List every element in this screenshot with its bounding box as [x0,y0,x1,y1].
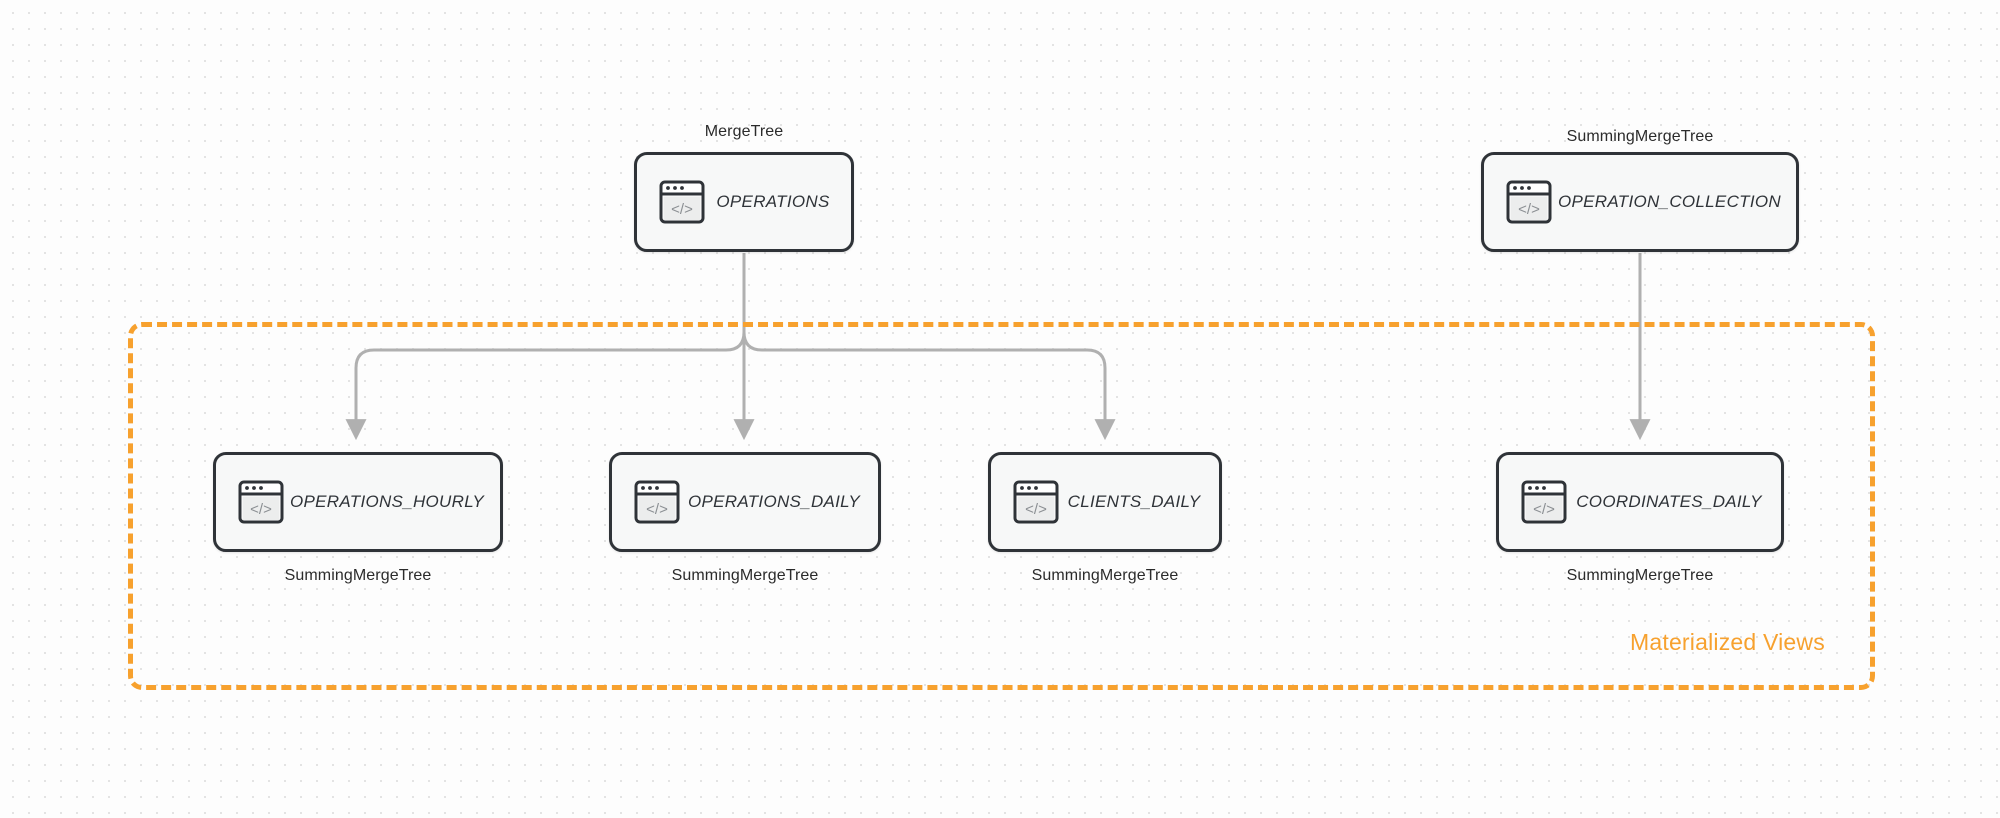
engine-caption-operations-hourly: SummingMergeTree [284,567,432,584]
node-label-operations-hourly: OPERATIONS_HOURLY [290,492,485,511]
materialized-views-group-label: Materialized Views [1630,629,1825,655]
svg-text:</>: </> [250,501,272,518]
materialized-views-group [128,322,1875,690]
code-window-icon: </> [238,480,284,524]
code-window-icon: </> [1506,180,1552,224]
code-window-icon: </> [659,180,705,224]
svg-text:</>: </> [1533,501,1555,518]
engine-caption-operation-collection: SummingMergeTree [1566,128,1714,145]
node-label-coordinates-daily: COORDINATES_DAILY [1576,492,1762,511]
node-operations-daily[interactable]: </> OPERATIONS_DAILY [609,452,881,552]
engine-caption-operations: MergeTree [704,123,784,140]
node-coordinates-daily[interactable]: </> COORDINATES_DAILY [1496,452,1784,552]
engine-caption-operations-daily: SummingMergeTree [671,567,819,584]
engine-caption-coordinates-daily: SummingMergeTree [1566,567,1714,584]
node-clients-daily[interactable]: </> CLIENTS_DAILY [988,452,1222,552]
node-label-operation-collection: OPERATION_COLLECTION [1558,192,1781,211]
svg-text:</>: </> [1518,201,1540,218]
node-operation-collection[interactable]: </> OPERATION_COLLECTION [1481,152,1799,252]
svg-text:</>: </> [671,201,693,218]
node-label-clients-daily: CLIENTS_DAILY [1067,492,1201,511]
node-operations-hourly[interactable]: </> OPERATIONS_HOURLY [213,452,503,552]
code-window-icon: </> [1521,480,1567,524]
code-window-icon: </> [1013,480,1059,524]
node-label-operations-daily: OPERATIONS_DAILY [687,492,861,511]
svg-text:</>: </> [646,501,668,518]
svg-text:</>: </> [1025,501,1047,518]
code-window-icon: </> [634,480,680,524]
node-operations[interactable]: </> OPERATIONS [634,152,854,252]
engine-caption-clients-daily: SummingMergeTree [1031,567,1179,584]
node-label-operations: OPERATIONS [716,192,830,211]
